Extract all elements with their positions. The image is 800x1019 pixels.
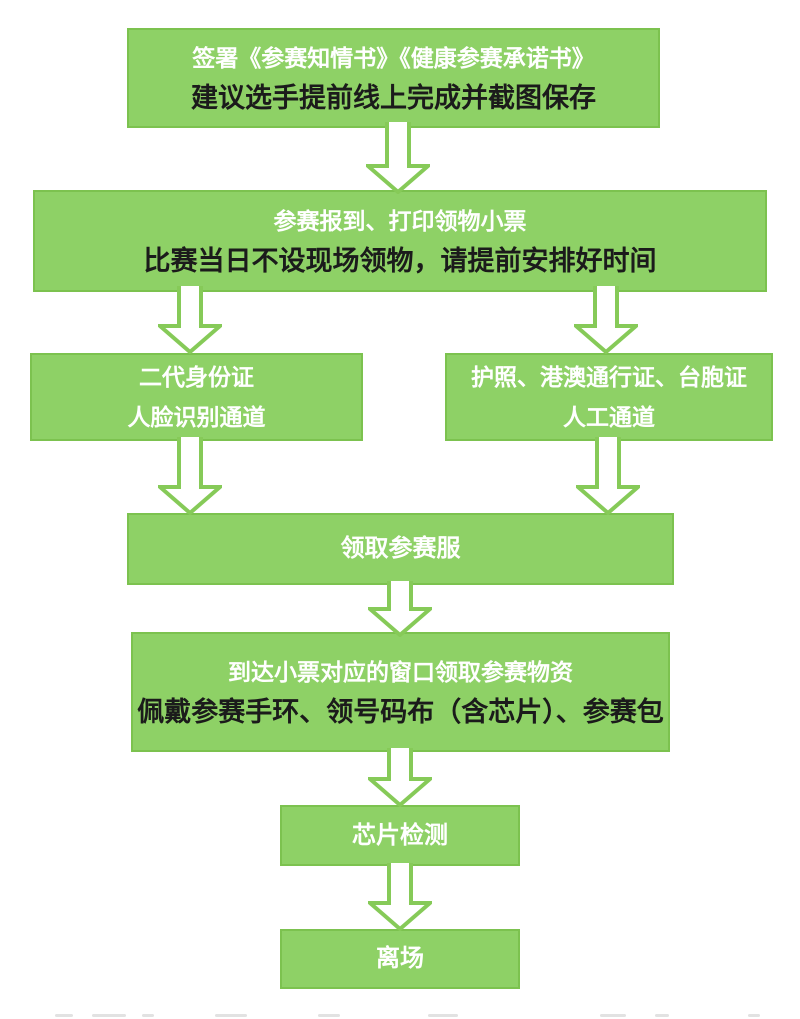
step-box-get-race-shirt: 领取参赛服 [127,513,674,585]
arrow-down-icon [576,437,640,515]
step-text-secondary: 人工通道 [563,404,655,430]
smudge-mark [428,1014,458,1017]
step-text-primary: 领取参赛服 [340,535,461,562]
step-box-id-card-face-channel: 二代身份证 人脸识别通道 [30,353,363,441]
arrow-down-icon [574,286,638,354]
smudge-mark [92,1014,126,1017]
step-text-primary: 到达小票对应的窗口领取参赛物资 [228,659,573,685]
smudge-mark [55,1014,73,1017]
smudge-mark [748,1014,760,1017]
step-text-primary: 离场 [376,945,424,972]
step-text-secondary: 佩戴参赛手环、领号码布（含芯片）、参赛包 [137,697,664,727]
step-text-secondary: 人脸识别通道 [127,404,266,430]
step-text-secondary: 比赛当日不设现场领物，请提前安排好时间 [143,246,657,276]
cropped-text-remnants [0,1011,800,1019]
step-box-passport-manual-channel: 护照、港澳通行证、台胞证 人工通道 [445,353,773,441]
smudge-mark [655,1014,669,1017]
arrow-down-icon [366,122,430,194]
smudge-mark [600,1014,626,1017]
arrow-down-icon [368,581,432,637]
arrow-down-icon [158,437,222,515]
step-box-leave: 离场 [280,929,520,989]
step-box-check-in-print-ticket: 参赛报到、打印领物小票 比赛当日不设现场领物，请提前安排好时间 [33,190,767,292]
step-box-chip-check: 芯片检测 [280,805,520,866]
arrow-down-icon [158,286,222,354]
step-text-secondary: 建议选手提前线上完成并截图保存 [191,83,596,113]
step-text-primary: 二代身份证 [139,364,254,390]
arrow-down-icon [368,863,432,931]
smudge-mark [215,1014,247,1017]
step-text-primary: 护照、港澳通行证、台胞证 [471,364,747,390]
step-box-sign-agreements: 签署《参赛知情书》《健康参赛承诺书》 建议选手提前线上完成并截图保存 [127,28,660,128]
step-text-primary: 签署《参赛知情书》《健康参赛承诺书》 [192,45,595,71]
step-box-get-race-materials: 到达小票对应的窗口领取参赛物资 佩戴参赛手环、领号码布（含芯片）、参赛包 [131,632,670,752]
step-text-primary: 芯片检测 [352,821,448,849]
step-text-primary: 参赛报到、打印领物小票 [273,208,527,234]
smudge-mark [142,1014,154,1017]
arrow-down-icon [368,748,432,807]
smudge-mark [318,1014,340,1017]
